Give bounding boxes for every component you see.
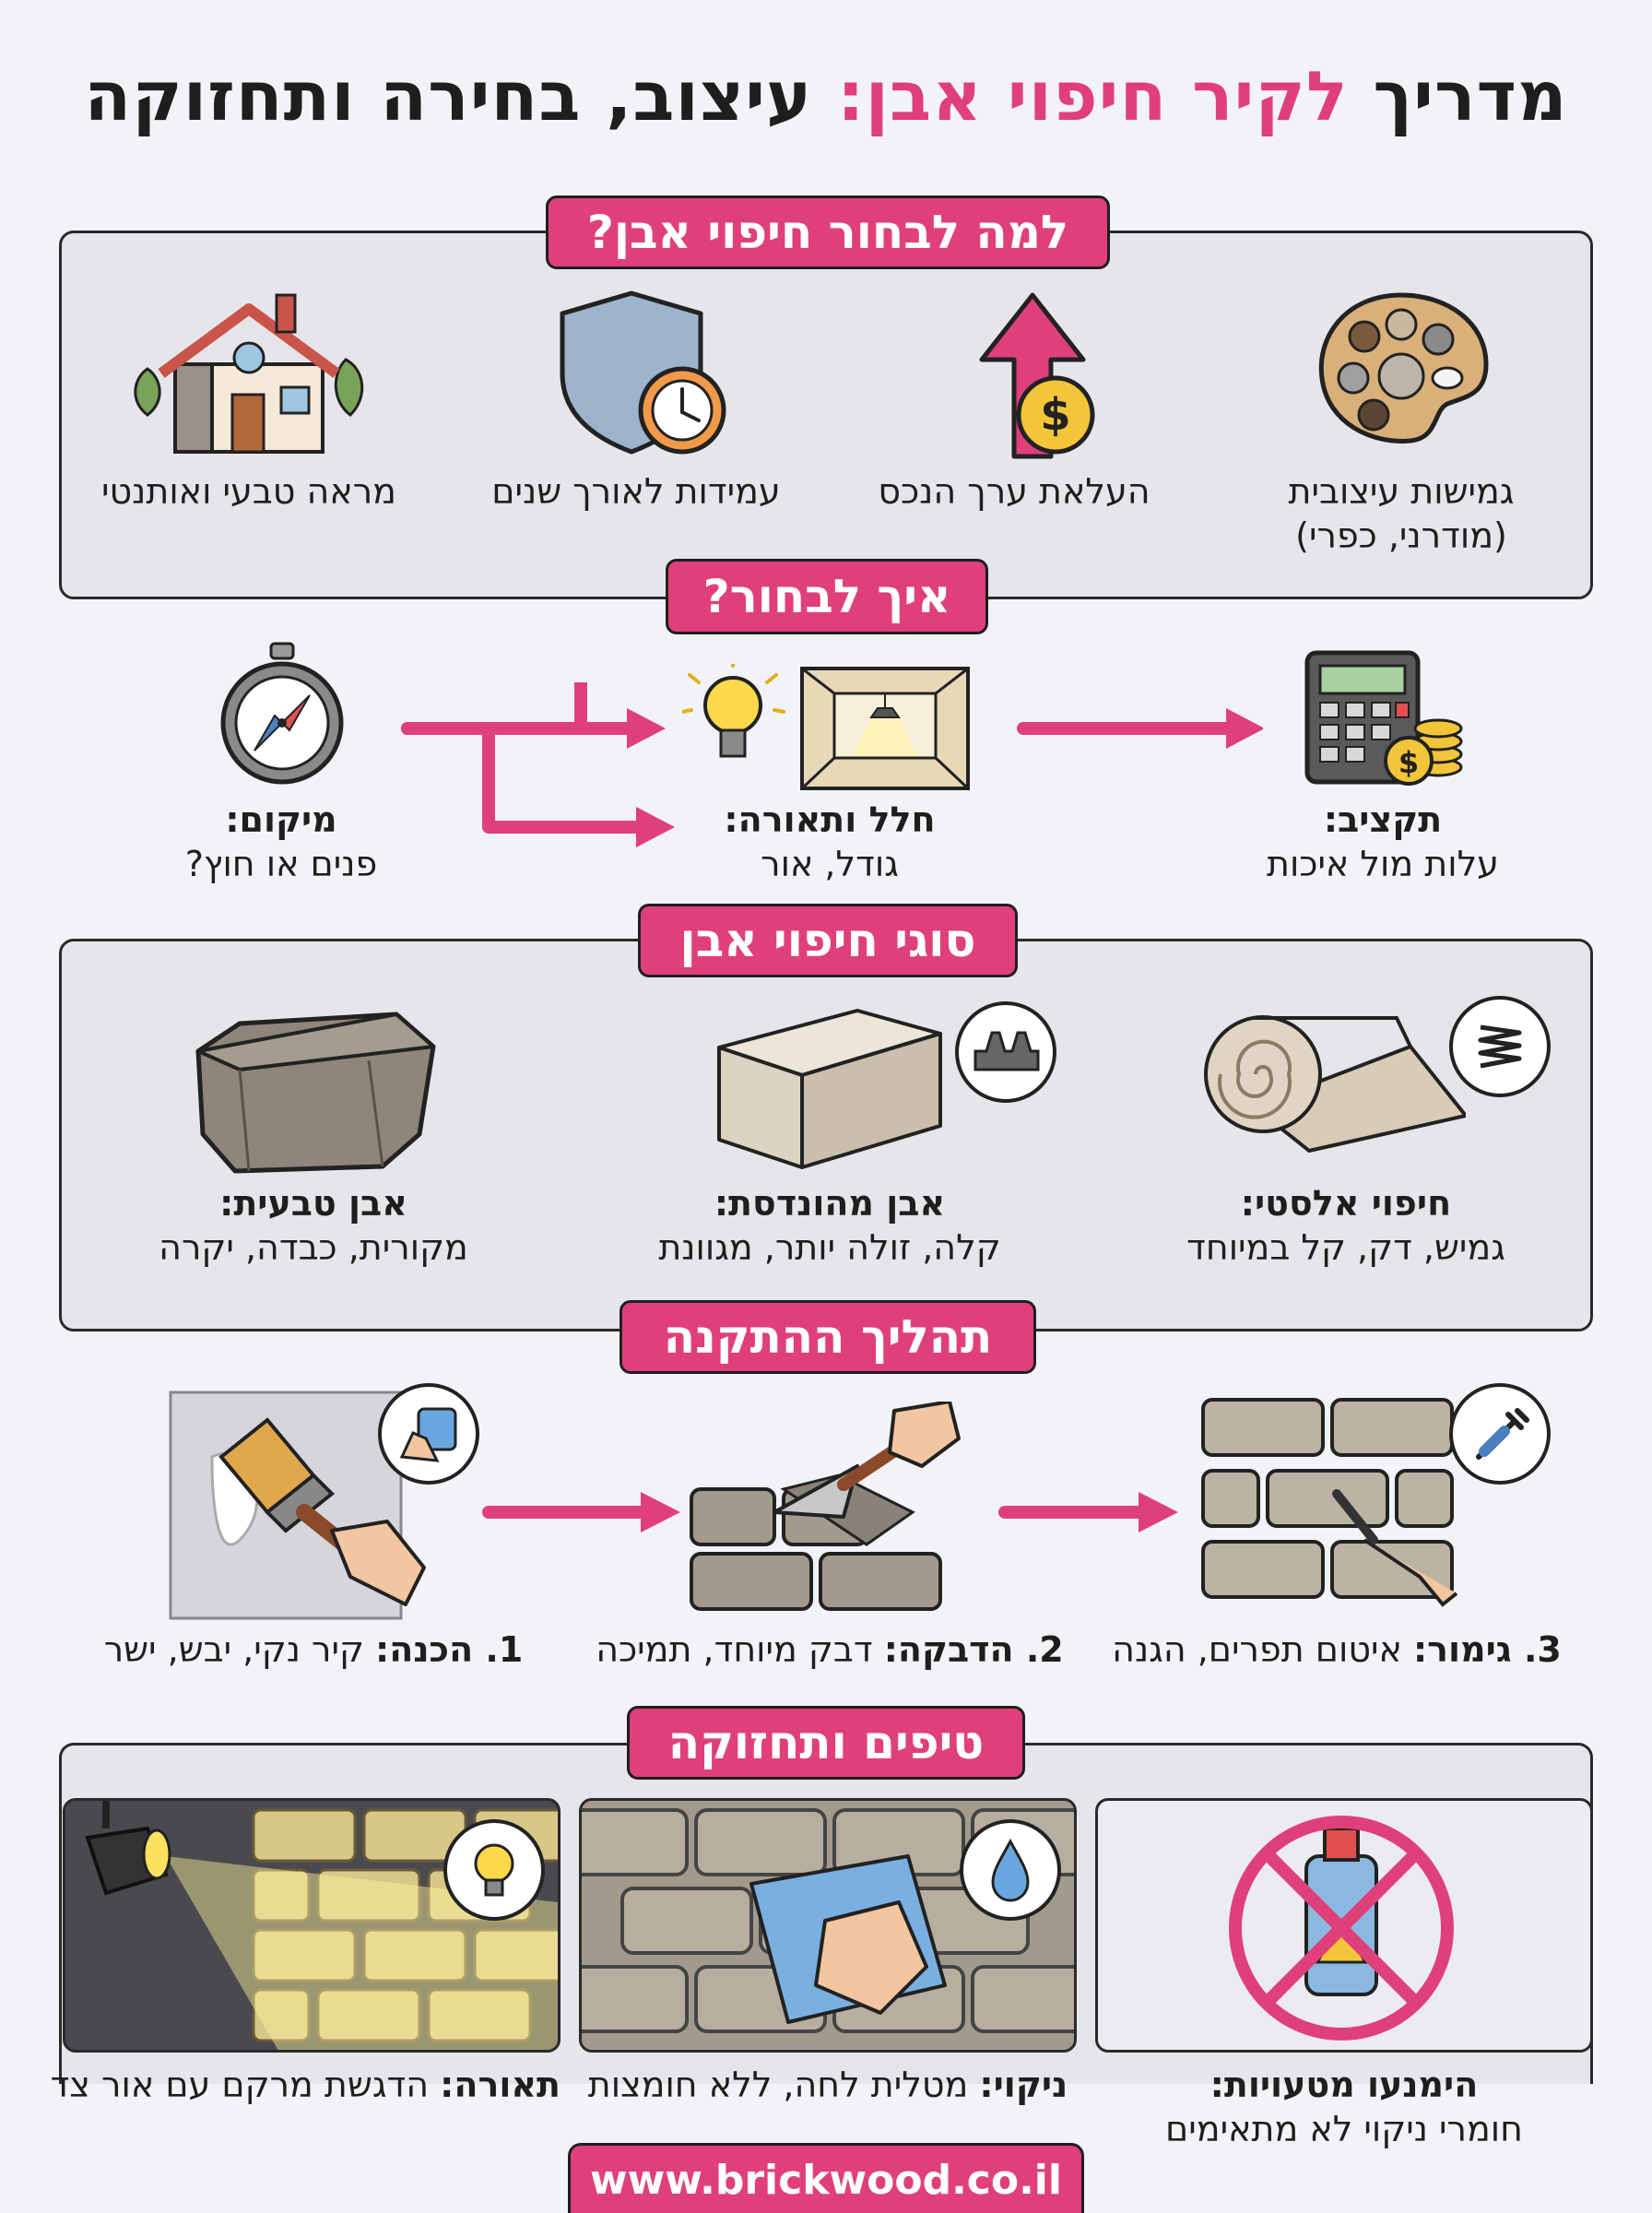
- tips-item-lighting: תאורה: הדגשת מרקם עם אור צד: [50, 2065, 560, 2105]
- page-title: מדריך לקיר חיפוי אבן: עיצוב, בחירה ותחזו…: [55, 57, 1597, 136]
- wiping-icon: [378, 1383, 479, 1485]
- elastic-roll-icon: [1204, 1015, 1466, 1153]
- tip-cleaning-box: [579, 1798, 1077, 2053]
- install-flow-arrows: [482, 1492, 1178, 1533]
- how-item-budget: תקציב: עלות מול איכות: [1267, 799, 1499, 884]
- tips-item-cleaning: ניקוי: מטלית לחה, ללא חומצות: [587, 2065, 1068, 2105]
- why-item-design: גמישות עיצובית (מודרני, כפרי): [1288, 471, 1515, 556]
- lightbulb-icon: [443, 1819, 545, 1921]
- preparation-brush-icon: [169, 1391, 426, 1620]
- tip-avoid-box: [1095, 1798, 1593, 2053]
- profile-icon: [955, 1001, 1056, 1103]
- types-heading: סוגי חיפוי אבן: [638, 904, 1018, 977]
- title-highlight: לקיר חיפוי אבן:: [837, 57, 1349, 136]
- value-up-icon: $: [979, 292, 1095, 459]
- house-icon: [134, 293, 364, 454]
- how-flow-arrows: [401, 682, 1263, 847]
- title-part1: מדריך: [1373, 57, 1568, 136]
- install-item-glue: 2. הדבקה: דבק מיוחד, תמיכה: [596, 1629, 1064, 1670]
- natural-stone-icon: [195, 1012, 436, 1174]
- why-item-durability: עמידות לאורך שנים: [491, 471, 781, 512]
- svg-text:$: $: [1040, 389, 1070, 441]
- no-chemicals-icon: [1229, 1816, 1454, 2041]
- install-heading: תהליך ההתקנה: [620, 1300, 1036, 1374]
- how-item-space: חלל ותאורה: גודל, אור: [724, 799, 936, 884]
- engineered-stone-icon: [717, 1009, 942, 1169]
- syringe-icon: [1449, 1383, 1551, 1485]
- palette-icon: [1318, 292, 1489, 444]
- spring-icon: [1449, 996, 1551, 1097]
- finishing-wall-icon: [1201, 1398, 1458, 1607]
- website-link[interactable]: www.brickwood.co.il: [568, 2143, 1084, 2213]
- install-item-prep: 1. הכנה: קיר נקי, יבש, ישר: [103, 1629, 524, 1670]
- types-item-engineered: אבן מהונדסת: קלה, זולה יותר, מגוונת: [658, 1183, 1001, 1268]
- why-heading: למה לבחור חיפוי אבן?: [546, 195, 1110, 269]
- water-drop-icon: [960, 1819, 1061, 1921]
- svg-text:$: $: [1398, 745, 1419, 780]
- why-item-value: העלאת ערך הנכס: [878, 471, 1150, 512]
- tips-heading: טיפים ותחזוקה: [627, 1706, 1025, 1780]
- types-item-elastic: חיפוי אלסטי: גמיש, דק, קל במיוחד: [1186, 1183, 1505, 1268]
- why-item-natural: מראה טבעי ואותנטי: [101, 471, 396, 512]
- tip-lighting-box: [63, 1798, 560, 2053]
- gluing-trowel-icon: [690, 1402, 961, 1611]
- compass-icon: [220, 642, 344, 785]
- how-heading: איך לבחור?: [666, 559, 988, 634]
- how-item-location: מיקום: פנים או חוץ?: [184, 799, 378, 884]
- room-light-icon: [682, 664, 970, 790]
- tips-item-avoid: הימנעו מטעויות: חומרי ניקוי לא מתאימים: [1165, 2065, 1523, 2149]
- title-part2: עיצוב, בחירה ותחזוקה: [84, 57, 813, 136]
- calculator-icon: $: [1304, 650, 1463, 786]
- install-item-finish: 3. גימור: איטום תפרים, הגנה: [1112, 1629, 1562, 1670]
- shield-clock-icon: [560, 290, 726, 455]
- types-item-natural: אבן טבעית: מקורית, כבדה, יקרה: [159, 1183, 468, 1268]
